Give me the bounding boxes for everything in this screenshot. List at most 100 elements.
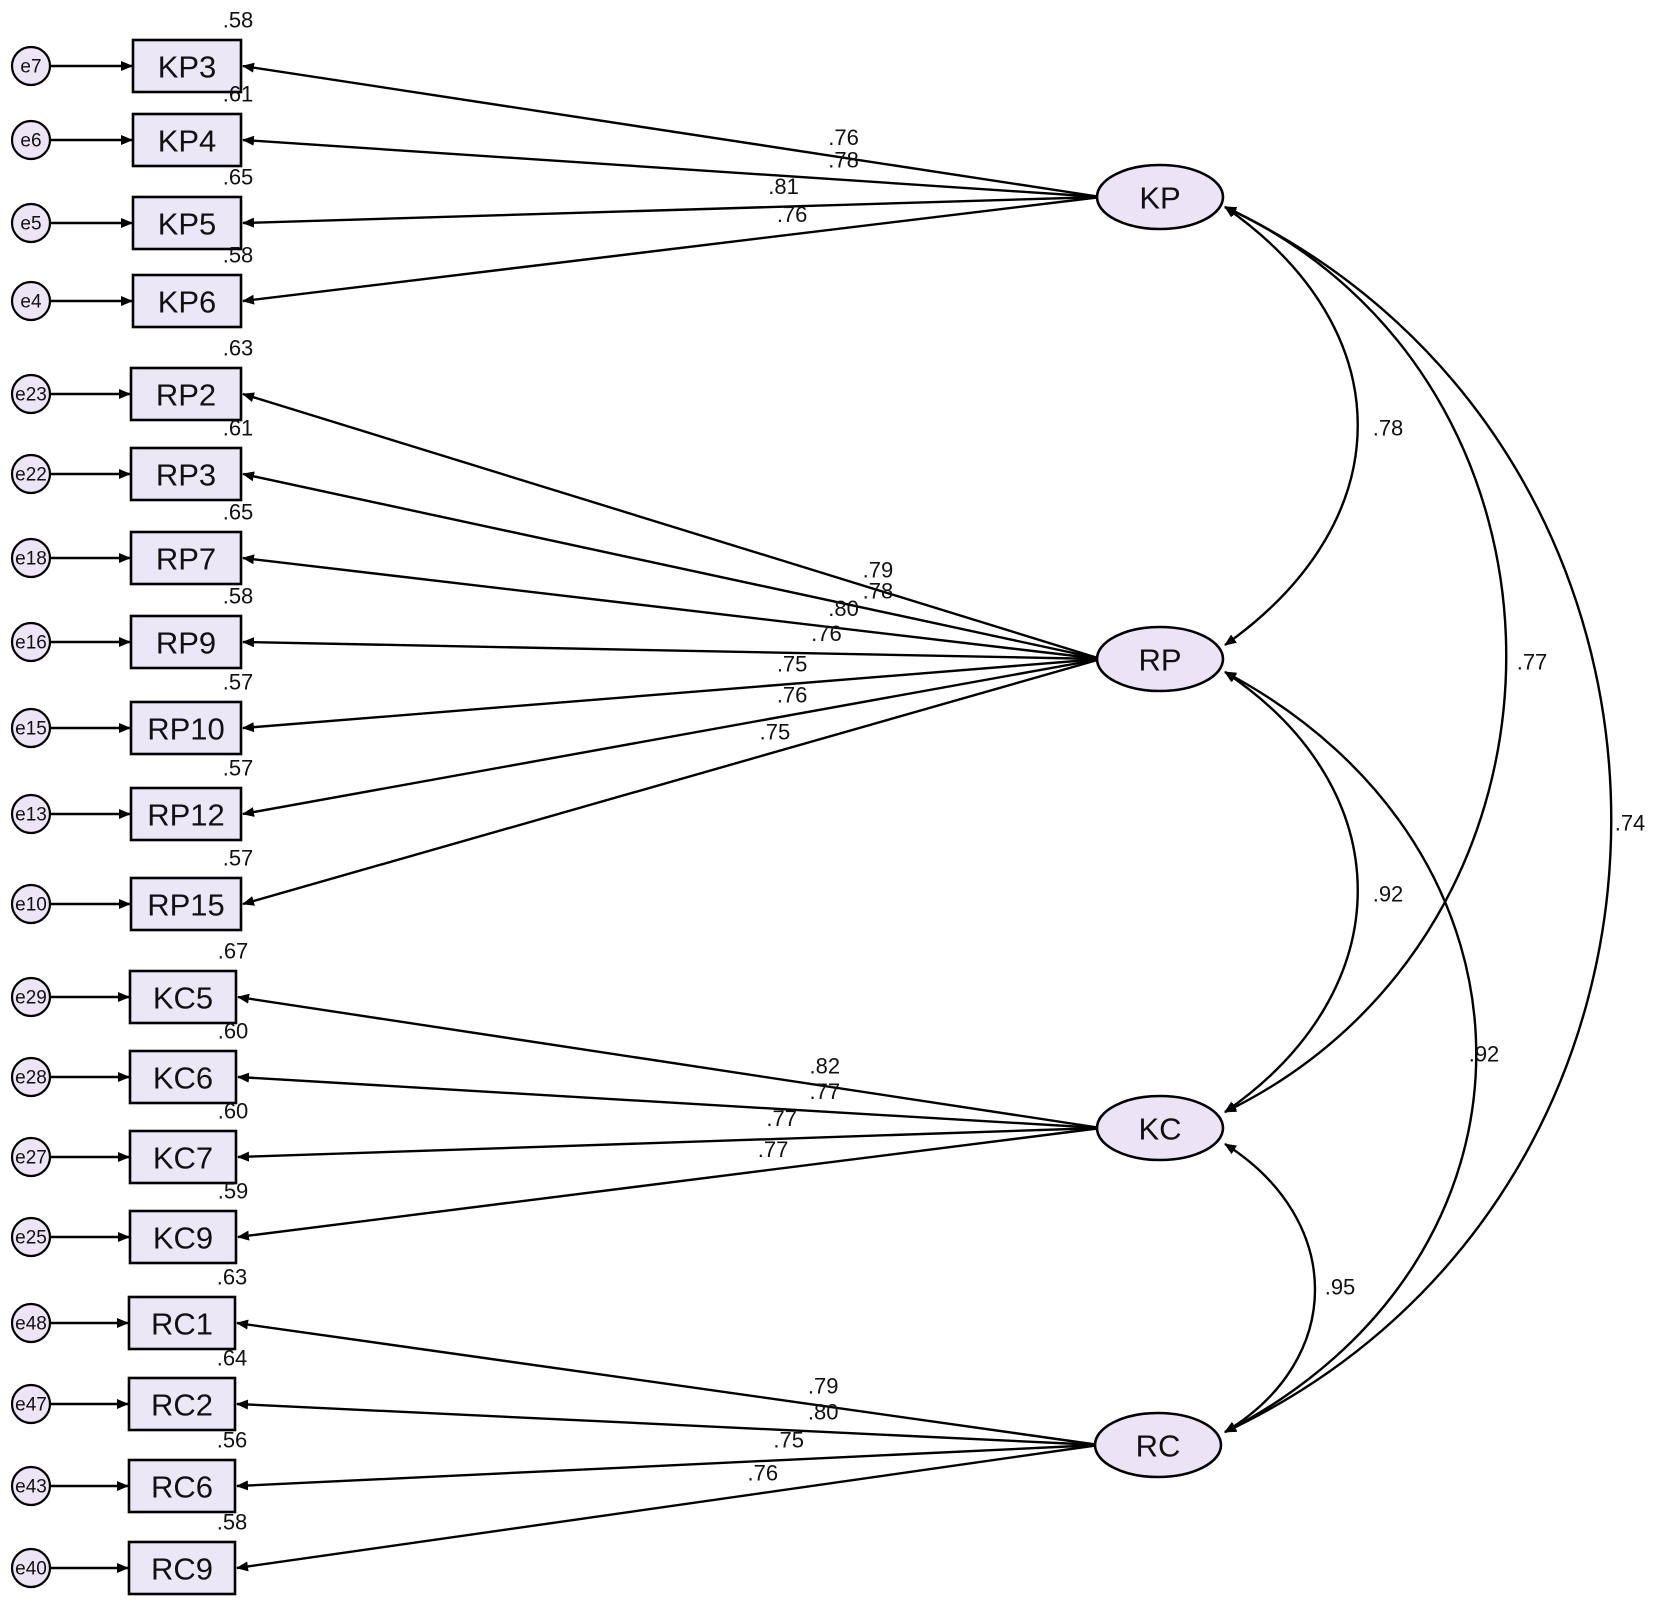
error-label-e22: e22 [15,465,47,486]
error-circle-e43 [10,1465,52,1507]
r2-label-KP6: .58 [223,243,254,268]
loading-path-RP10 [242,657,1102,733]
loading-label-KC7: .77 [766,1106,797,1131]
error-label-e10: e10 [15,895,47,916]
loading-label-RP12: .76 [777,682,808,707]
indicator-box-RP10 [129,700,243,756]
latent-ellipse-KC [1095,1094,1225,1162]
loading-label-KP6: .76 [777,202,808,227]
indicator-label-KP3: KP3 [158,50,217,85]
indicator-box-RP3 [129,446,243,502]
r2-label-KC9: .59 [218,1179,249,1204]
indicator-label-KP6: KP6 [158,285,217,320]
r2-label-KC5: .67 [218,939,249,964]
loading-path-KC7 [237,1126,1102,1162]
loading-label-RP2: .79 [863,558,894,583]
r2-label-RC6: .56 [217,1428,248,1453]
loading-path-KP4 [242,135,1102,199]
loading-label-KP3: .76 [828,125,859,150]
error-circle-e27 [10,1136,52,1178]
r2-label-KP3: .58 [223,8,254,33]
indicator-label-RC9: RC9 [151,1552,213,1587]
loading-label-KP4: .78 [828,147,859,172]
indicator-label-KC6: KC6 [153,1061,213,1096]
r2-label-KC7: .60 [218,1099,249,1124]
correlation-label-RP-RC: .92 [1469,1042,1500,1067]
r2-label-RP15: .57 [223,846,254,871]
indicator-box-RP7 [129,530,243,586]
loading-path-RP3 [242,471,1102,661]
loading-label-RP15: .75 [760,720,791,745]
error-circle-e28 [10,1056,52,1098]
error-circle-e4 [10,280,52,322]
loading-path-RC2 [236,1399,1100,1447]
r2-label-RP10: .57 [223,670,254,695]
loading-label-RP7: .80 [828,596,859,621]
error-label-e27: e27 [15,1148,47,1169]
indicator-label-RC1: RC1 [151,1307,213,1342]
error-circle-e16 [10,621,52,663]
error-circle-e15 [10,707,52,749]
r2-label-RP12: .57 [223,756,254,781]
indicator-box-RP9 [129,614,243,670]
loading-label-KP5: .81 [768,174,799,199]
indicator-label-RP2: RP2 [156,378,216,413]
correlation-label-KP-KC: .77 [1517,650,1548,675]
correlation-path-KC-RC [1224,1142,1316,1434]
loading-label-RP3: .78 [863,578,894,603]
r2-label-RP9: .58 [223,584,254,609]
error-circle-e29 [10,976,52,1018]
error-label-e40: e40 [15,1559,47,1580]
indicator-box-KP5 [131,195,243,251]
indicator-box-RC2 [127,1376,237,1432]
loading-path-KC9 [237,1126,1102,1241]
indicator-label-RP7: RP7 [156,542,216,577]
error-label-e6: e6 [20,131,41,152]
indicator-box-RP15 [129,876,243,932]
r2-label-RC9: .58 [217,1510,248,1535]
loading-label-KC6: .77 [810,1079,841,1104]
correlation-label-KC-RC: .95 [1325,1275,1356,1300]
error-circle-e22 [10,453,52,495]
indicator-label-KC5: KC5 [153,981,213,1016]
error-label-e29: e29 [15,988,47,1009]
indicator-box-KP3 [131,38,243,94]
indicator-label-RP10: RP10 [147,712,225,747]
loading-label-RP10: .75 [777,651,808,676]
error-label-e47: e47 [15,1395,47,1416]
indicator-box-KC9 [128,1209,238,1265]
error-label-e16: e16 [15,633,47,654]
indicator-label-RC2: RC2 [151,1388,213,1423]
latent-label-RC: RC [1136,1429,1181,1464]
indicator-label-RP15: RP15 [147,888,225,923]
loading-path-KP6 [242,195,1102,305]
indicator-box-KC6 [128,1049,238,1105]
loading-path-RP12 [242,657,1102,817]
r2-label-RP2: .63 [223,336,254,361]
indicator-label-RP9: RP9 [156,626,216,661]
error-label-e48: e48 [15,1314,47,1335]
latent-ellipse-KP [1095,163,1225,231]
error-label-e5: e5 [20,214,41,235]
indicator-label-KP5: KP5 [158,207,217,242]
error-circle-e48 [10,1302,52,1344]
indicator-box-RC6 [127,1458,237,1514]
loading-path-RC6 [236,1443,1100,1491]
error-label-e25: e25 [15,1228,47,1249]
r2-label-KP5: .65 [223,165,254,190]
error-circle-e18 [10,537,52,579]
error-circle-e47 [10,1383,52,1425]
loading-path-RP2 [242,392,1102,661]
correlation-path-KP-RC [1224,205,1613,1434]
loading-path-RP9 [242,637,1102,661]
loading-path-RP15 [242,657,1102,906]
correlation-path-KP-RP [1224,206,1359,646]
correlation-path-RP-KC [1224,671,1359,1113]
indicator-box-RP2 [129,366,243,422]
r2-label-RP3: .61 [223,416,254,441]
loading-label-RC2: .80 [808,1399,839,1424]
indicator-box-RP12 [129,786,243,842]
indicator-box-KP4 [131,112,243,168]
loading-label-RP9: .76 [811,621,842,646]
